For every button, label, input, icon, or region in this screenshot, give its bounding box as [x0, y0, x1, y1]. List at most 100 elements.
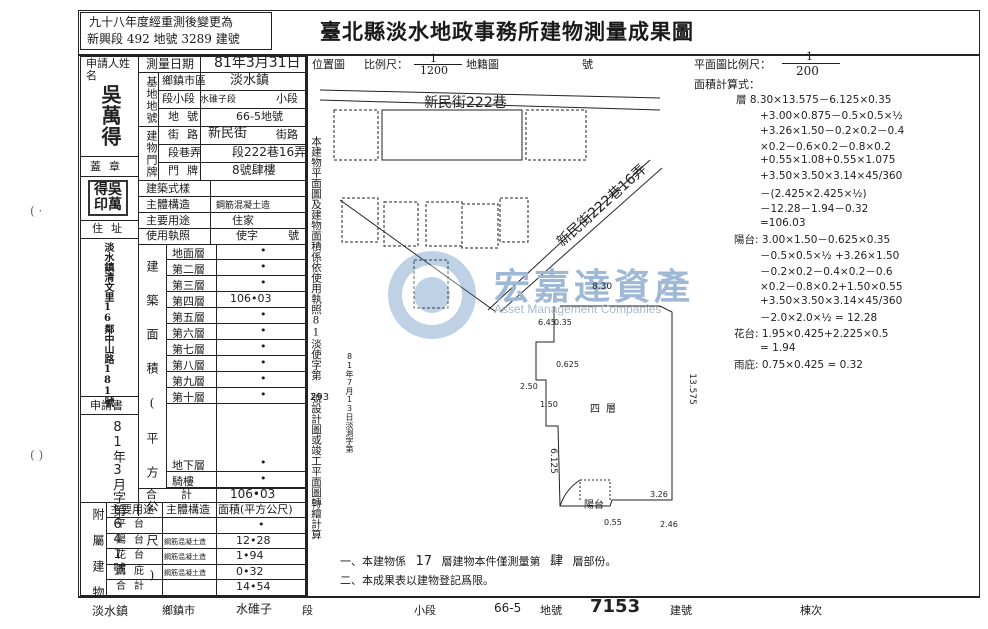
floor-area: •: [260, 356, 267, 369]
annex-row-line: [106, 548, 306, 549]
row-line: [80, 414, 138, 415]
floor-row: 第四層 106•03: [166, 292, 306, 308]
floor-name: 第四層: [172, 295, 205, 308]
note-2: 二、本成果表以建物登記爲限。: [340, 574, 494, 587]
footer-land-no: 66-5: [494, 601, 522, 615]
footer-subsection-label: 小段: [414, 604, 436, 617]
punch-hole-mark: ( ): [30, 448, 44, 462]
address-value: 淡水鎮清文里16鄰中山路181號: [102, 242, 113, 407]
row-line: [158, 144, 306, 145]
dim-left: 6.125: [547, 448, 558, 474]
area-calc-label: 面積計算式：: [694, 78, 760, 91]
survey-date-label: 測量日期: [146, 57, 195, 71]
calc-line: +3.00×0.875－0.5×0.5×½: [760, 109, 903, 122]
floor-name: 第二層: [172, 263, 205, 276]
row-line: [80, 156, 138, 157]
row-line: [80, 238, 138, 239]
area-label: 建築面積(平方公尺): [145, 260, 159, 604]
plan-scale-denominator: 200: [796, 64, 819, 78]
revision-line-1: 九十八年度經重測後變更為: [89, 15, 234, 29]
cadastral-label: 地籍圖: [466, 58, 499, 71]
watermark-text-cn: 宏嘉達資產: [494, 266, 695, 308]
floor-area: •: [260, 308, 267, 321]
floor-name: 第七層: [172, 343, 205, 356]
floor-label: 四層: [590, 404, 622, 415]
calc-line: －12.28－1.94－0.32: [760, 203, 869, 216]
calc-line: 雨庇: 0.75×0.425 = 0.32: [734, 359, 863, 372]
row-line: [138, 244, 306, 245]
town-value: 淡水鎮: [230, 73, 270, 88]
vertical-note: 本建物平面圖及建物面積係依使用執照81淡使字第 號設計圖或竣工平面圖轉繪計算: [310, 136, 322, 540]
floor-area: •: [260, 324, 267, 337]
scale-line: [782, 63, 840, 64]
street-label: 街路: [168, 128, 206, 141]
table-right-edge: [306, 56, 308, 596]
floor-row: 第七層 •: [166, 340, 306, 356]
site-plan-drawing: [320, 89, 673, 507]
annex-structure: 鋼筋混凝土造: [164, 568, 206, 577]
row-line: [80, 176, 138, 177]
annex-row-line: [106, 532, 306, 534]
calc-line: ×0.2－0.8×0.2+1.50×0.55: [760, 281, 903, 294]
total-area: 106•03: [230, 487, 276, 501]
dim-right: 13.575: [686, 373, 697, 405]
dim-top: 8.30: [592, 282, 613, 292]
note-1-suffix: 層部份。: [572, 555, 617, 568]
footer-building-no: 7153: [590, 596, 641, 617]
use-permit-prefix: 使字: [236, 229, 258, 242]
floor-name: 第六層: [172, 327, 205, 340]
watermark-logo: [388, 251, 476, 339]
floor-area: 106•03: [230, 292, 272, 305]
col-divider: [138, 56, 139, 516]
annex-header-structure: 主體構造: [166, 503, 210, 516]
floor-name: 騎樓: [172, 475, 194, 488]
row-line: [138, 488, 306, 489]
dim-d6: 2.46: [660, 520, 678, 529]
calc-line: =106.03: [760, 216, 806, 229]
section-label: 段小段: [162, 92, 195, 105]
calc-line: 層 8.30×13.575－6.125×0.35: [736, 94, 892, 106]
floor-area: •: [260, 244, 267, 257]
col-line: [158, 72, 159, 126]
use-permit-suffix: 號: [288, 229, 299, 242]
floor-area: •: [260, 340, 267, 353]
row-line: [158, 108, 306, 109]
use-permit-label: 使用執照: [146, 229, 190, 242]
footer-section-label: 段: [302, 604, 313, 617]
calc-line: = 1.94: [760, 341, 796, 354]
floor-name: 地面層: [172, 247, 205, 260]
main-structure-value: 鋼筋混凝土造: [216, 201, 271, 211]
calc-line: －0.5×0.5×½ +3.26×1.50: [760, 250, 900, 262]
main-use-label: 主要用途: [146, 214, 190, 227]
footer-sheet-label: 棟次: [800, 604, 822, 617]
floor-name: 第五層: [172, 311, 205, 324]
lane-value: 段222巷16弄: [232, 145, 307, 159]
application-label: 申請書: [90, 399, 123, 412]
street-top-label: 新民街222巷: [424, 95, 507, 111]
floor-row: 第九層•: [166, 372, 306, 388]
annex-row-line: [106, 517, 306, 518]
dim-d3: 2.50: [520, 382, 538, 391]
main-structure-label: 主體構造: [146, 198, 190, 211]
note-1-floors: 17: [415, 554, 433, 569]
lane-label: 段巷弄: [168, 146, 201, 159]
floor-row: 第三層•: [166, 276, 306, 292]
row-line: [158, 162, 306, 163]
annex-label: 附屬建物: [91, 508, 105, 612]
annex-use: 雨庇: [116, 565, 152, 577]
annex-area: 1•94: [236, 549, 264, 562]
dim-d2: 0.35: [554, 318, 572, 327]
floor-area: •: [260, 388, 267, 401]
calc-line: －2.0×2.0×½ = 12.28: [760, 312, 878, 325]
revision-stamp: 九十八年度經重測後變更為 新興段 492 地號 3289 建號: [80, 12, 272, 50]
footer-section: 水碓子: [236, 602, 273, 616]
annex-area: 14•54: [236, 580, 271, 593]
seal-label: 蓋章: [90, 160, 128, 173]
number-value: 8號肆樓: [232, 163, 276, 177]
land-no-label: 基地地號: [145, 76, 158, 124]
seal-text: 得吳印萬: [94, 182, 122, 213]
calc-line: +3.50×3.50×3.14×45/360: [760, 294, 903, 307]
annex-use: 平台: [116, 519, 152, 530]
col-line: [210, 180, 211, 244]
main-use-value: 住家: [232, 214, 254, 227]
